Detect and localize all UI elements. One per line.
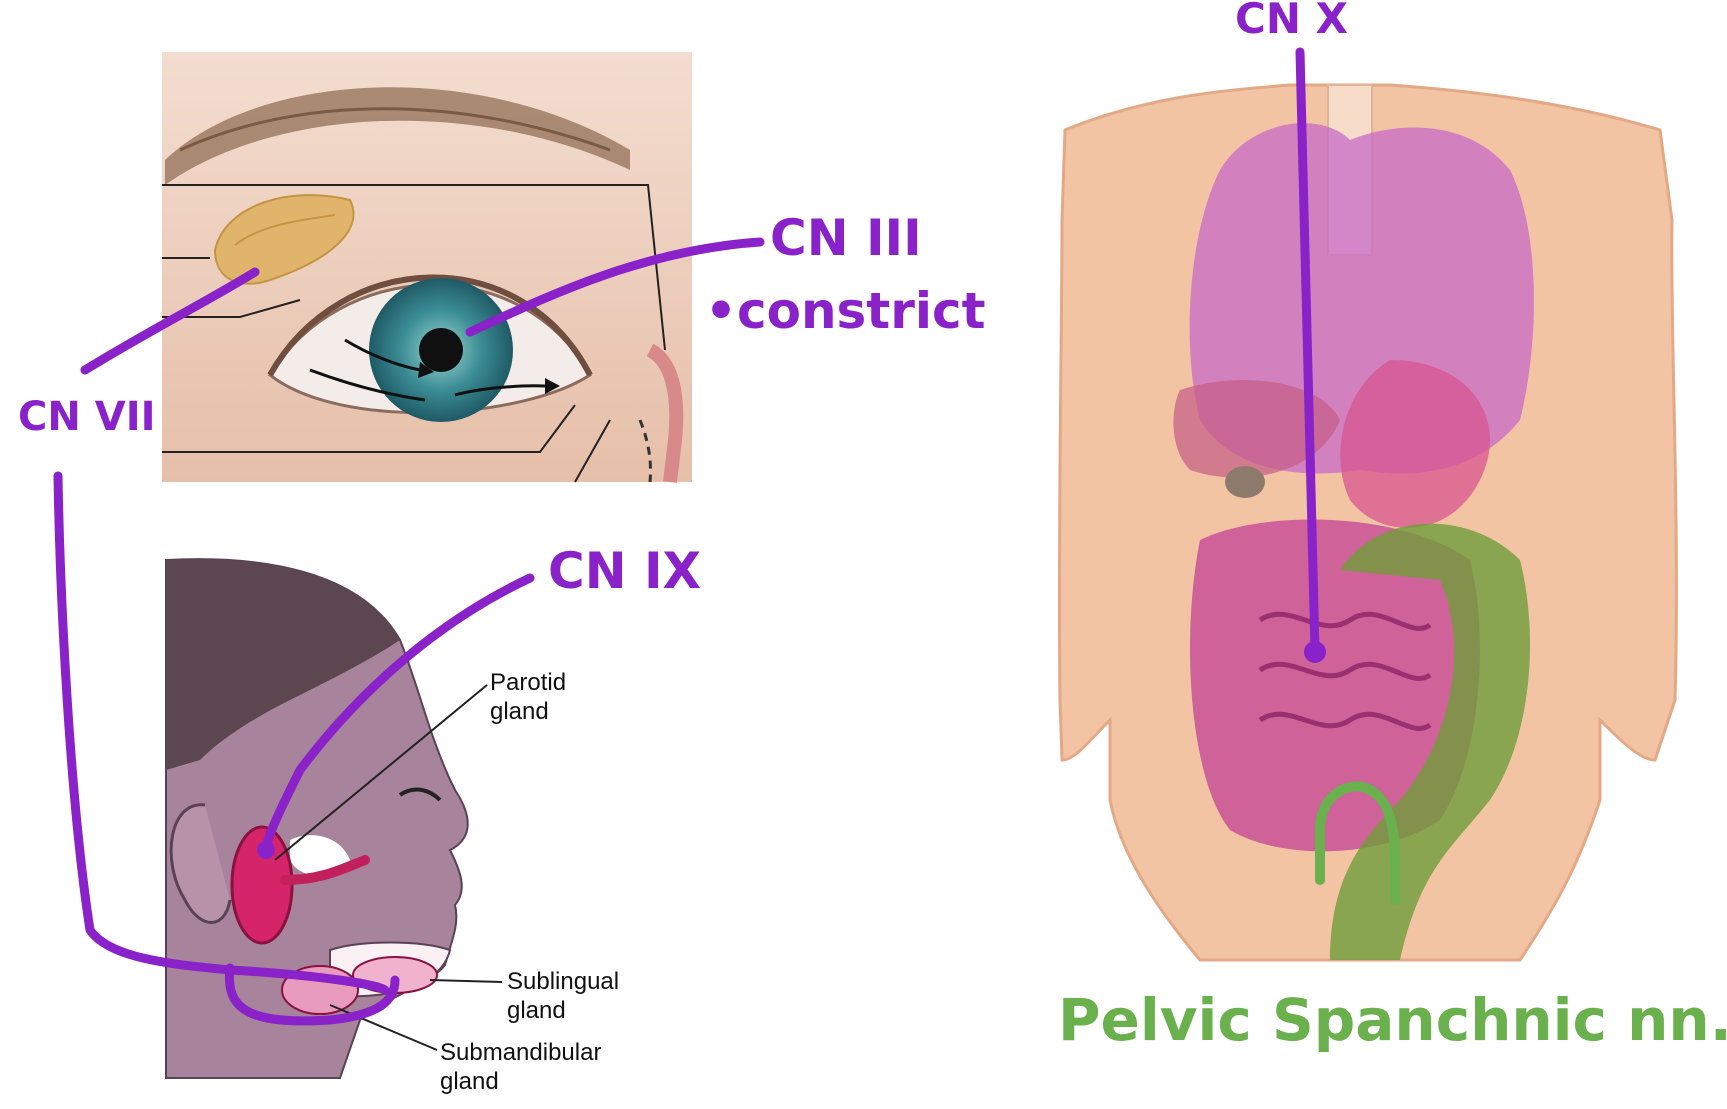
salivary-gland-illustration <box>165 558 536 1079</box>
sublingual-label-line2: gland <box>507 997 566 1024</box>
parotid-label-line2: gland <box>490 698 549 725</box>
purple-ink-strokes <box>53 47 1320 1026</box>
cn-ix-annotation: CN IX <box>548 542 701 600</box>
torso-illustration <box>1057 80 1678 965</box>
sublingual-label-line1: Sublingual <box>507 968 619 995</box>
cn-iii-annotation: CN III <box>770 209 922 267</box>
cn-vii-annotation: CN VII <box>18 394 155 440</box>
cn-x-endpoint-dot <box>1304 641 1326 663</box>
parotid-label-line1: Parotid <box>490 669 566 696</box>
cn-x-annotation: CN X <box>1235 0 1348 43</box>
cn-ix-endpoint-dot <box>257 841 275 859</box>
submandibular-label-line2: gland <box>440 1068 499 1095</box>
eye-illustration <box>162 52 692 483</box>
pelvic-splanchnic-annotation: Pelvic Spanchnic nn. <box>1058 986 1727 1054</box>
submandibular-label-line1: Submandibular <box>440 1039 601 1066</box>
pelvic-splanchnic-stroke <box>1315 781 1400 905</box>
constrict-annotation: •constrict <box>705 282 986 340</box>
